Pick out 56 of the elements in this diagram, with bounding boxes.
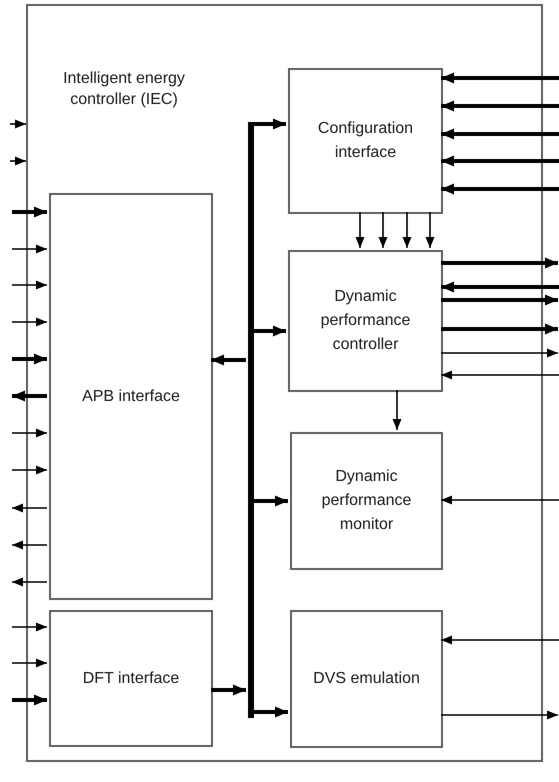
arrow — [252, 326, 286, 336]
arrow — [252, 496, 288, 506]
block-title: Intelligent energy controller (IEC) — [62, 69, 186, 110]
block-label: Dynamic performance monitor — [320, 467, 412, 535]
arrow — [441, 156, 559, 166]
arrow — [441, 72, 559, 84]
arrow — [12, 318, 47, 326]
block-label: DFT interface — [82, 668, 180, 688]
block-box — [290, 610, 443, 748]
arrow — [402, 212, 412, 248]
arrow — [441, 184, 559, 194]
arrow — [12, 694, 47, 706]
arrow — [12, 428, 47, 438]
arrow — [441, 496, 559, 504]
block-box — [49, 193, 213, 600]
arrow — [211, 684, 246, 696]
arrow — [441, 324, 558, 334]
arrow — [392, 390, 402, 430]
arrow — [426, 212, 434, 248]
block-label: Configuration interface — [316, 119, 414, 163]
arrow — [12, 390, 47, 402]
arrow — [12, 466, 47, 474]
arrow — [441, 282, 559, 292]
arrow — [252, 706, 288, 718]
arrow — [10, 156, 26, 166]
arrow — [12, 244, 47, 254]
arrow — [441, 100, 559, 112]
bus-bar — [248, 122, 254, 718]
arrow — [12, 578, 47, 586]
arrow — [441, 710, 558, 720]
arrow — [441, 258, 558, 268]
block-label: Dynamic performance controller — [320, 287, 412, 355]
block-box — [49, 610, 213, 747]
arrow — [12, 540, 47, 550]
arrow — [252, 118, 286, 130]
block-box — [290, 432, 443, 570]
block-box — [288, 68, 443, 214]
arrow — [12, 622, 47, 632]
arrow — [441, 370, 559, 380]
arrow — [441, 128, 559, 140]
arrow — [441, 636, 559, 644]
arrow — [356, 212, 364, 248]
arrow — [441, 294, 558, 306]
block-label: DVS emulation — [313, 669, 420, 689]
arrow — [12, 658, 47, 668]
arrow — [10, 120, 26, 128]
block-box — [288, 250, 443, 392]
arrow — [12, 504, 47, 512]
block-label: APB interface — [82, 386, 180, 406]
arrow — [12, 206, 47, 218]
arrow — [12, 354, 47, 364]
arrow — [378, 212, 388, 248]
arrow — [441, 348, 558, 358]
arrow — [12, 280, 47, 290]
controller-block — [26, 4, 543, 762]
arrow — [211, 354, 246, 366]
